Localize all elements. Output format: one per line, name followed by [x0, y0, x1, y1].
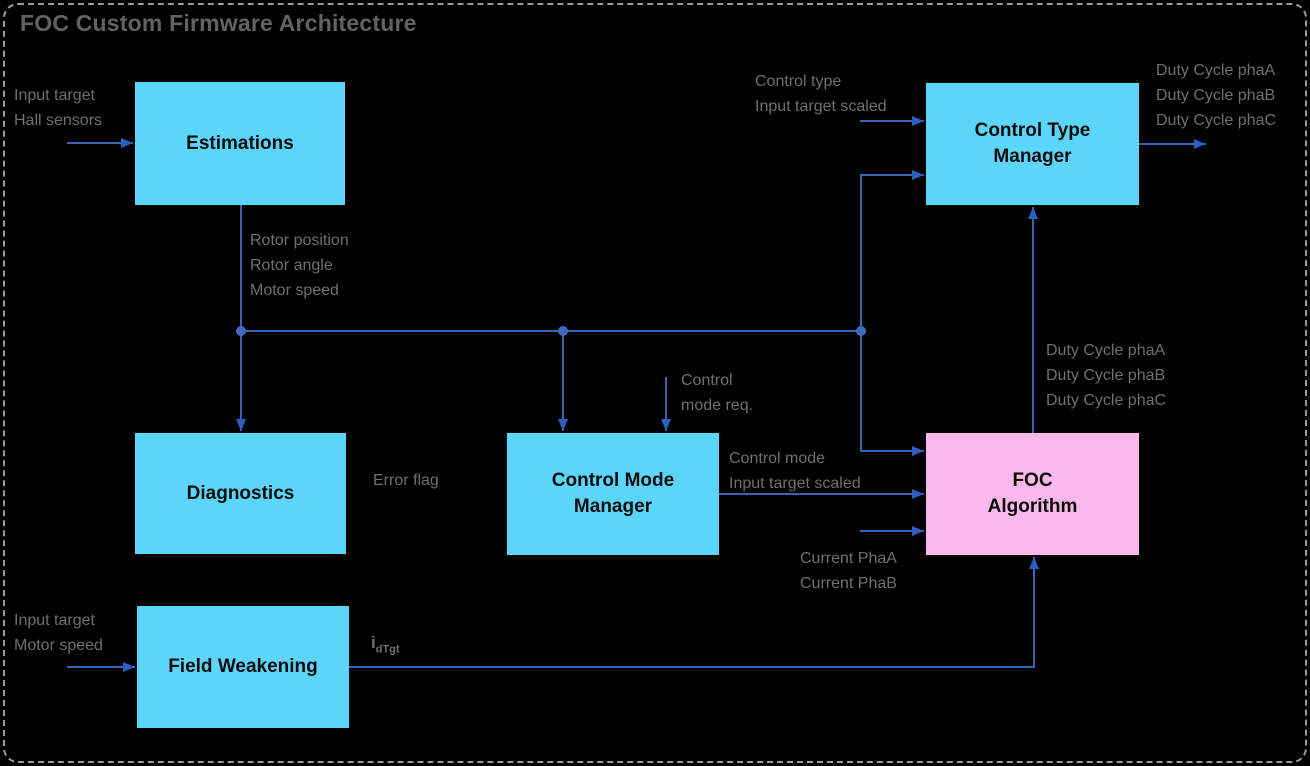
- label-ctm-inputs: Control type Input target scaled: [755, 69, 887, 119]
- connector-bus-to-control-type-manager: [860, 170, 924, 331]
- block-label: Field Weakening: [168, 656, 318, 677]
- label-line: Error flag: [373, 472, 439, 489]
- label-line: Input target: [14, 87, 95, 104]
- junction-dot: [856, 326, 866, 336]
- label-line: Duty Cycle phaC: [1046, 392, 1167, 409]
- label-duty-cycle-mid: Duty Cycle phaA Duty Cycle phaB Duty Cyc…: [1046, 338, 1166, 413]
- label-rotor-outputs: Rotor position Rotor angle Motor speed: [250, 228, 349, 303]
- label-line: Current PhaA: [800, 550, 897, 567]
- label-line: Motor speed: [14, 637, 103, 654]
- block-estimations: Estimations: [135, 82, 345, 205]
- block-field-weakening: Field Weakening: [137, 606, 349, 728]
- label-error-flag: Error flag: [373, 468, 439, 493]
- block-control-mode-manager: Control Mode Manager: [507, 433, 719, 555]
- block-label: Control Type: [974, 120, 1091, 141]
- label-line: Input target scaled: [729, 475, 861, 492]
- label-line: mode req.: [681, 397, 754, 414]
- block-control-type-manager: Control Type Manager: [926, 83, 1139, 205]
- label-current-inputs: Current PhaA Current PhaB: [800, 546, 897, 596]
- junction-dot: [558, 326, 568, 336]
- label-line: Input target scaled: [755, 98, 887, 115]
- block-foc-algorithm: FOC Algorithm: [926, 433, 1139, 555]
- label-idtgt-sub: dTgt: [375, 643, 400, 656]
- connector-field-weakening-to-foc: [349, 557, 1039, 668]
- label-line: Rotor angle: [250, 257, 333, 274]
- block-label: Diagnostics: [186, 482, 295, 504]
- block-label: FOC: [1012, 470, 1053, 491]
- block-diagnostics: Diagnostics: [135, 433, 346, 554]
- block-label: Estimations: [186, 132, 294, 154]
- label-idtgt: idTgt: [371, 630, 400, 662]
- label-line: Control type: [755, 73, 842, 90]
- label-line: Control mode: [729, 450, 826, 467]
- label-line: Control: [681, 372, 733, 389]
- label-line: Hall sensors: [14, 112, 103, 129]
- block-label: Manager: [573, 496, 653, 517]
- label-line: Duty Cycle phaB: [1046, 367, 1166, 384]
- connector-bus-to-foc-algorithm: [860, 331, 924, 456]
- label-line: Motor speed: [250, 282, 339, 299]
- block-label: Manager: [993, 146, 1072, 167]
- label-line: Duty Cycle phaC: [1156, 112, 1277, 129]
- label-cmm-outputs: Control mode Input target scaled: [729, 446, 861, 496]
- label-idtgt-main: i: [371, 633, 376, 652]
- block-label: Control Mode: [551, 470, 675, 491]
- label-field-weakening-inputs: Input target Motor speed: [14, 608, 103, 658]
- label-line: Duty Cycle phaB: [1156, 87, 1276, 104]
- junction-dot: [236, 326, 246, 336]
- page-title: FOC Custom Firmware Architecture: [20, 10, 417, 36]
- label-estimations-inputs: Input target Hall sensors: [14, 83, 102, 133]
- label-line: Duty Cycle phaA: [1046, 342, 1166, 359]
- label-control-mode-request: Control mode req.: [681, 368, 753, 418]
- block-label: Algorithm: [987, 496, 1078, 517]
- label-line: Input target: [14, 612, 95, 629]
- label-line: Current PhaB: [800, 575, 897, 592]
- label-line: Rotor position: [250, 232, 349, 249]
- label-duty-cycle-outputs: Duty Cycle phaA Duty Cycle phaB Duty Cyc…: [1156, 58, 1276, 133]
- label-line: Duty Cycle phaA: [1156, 62, 1276, 79]
